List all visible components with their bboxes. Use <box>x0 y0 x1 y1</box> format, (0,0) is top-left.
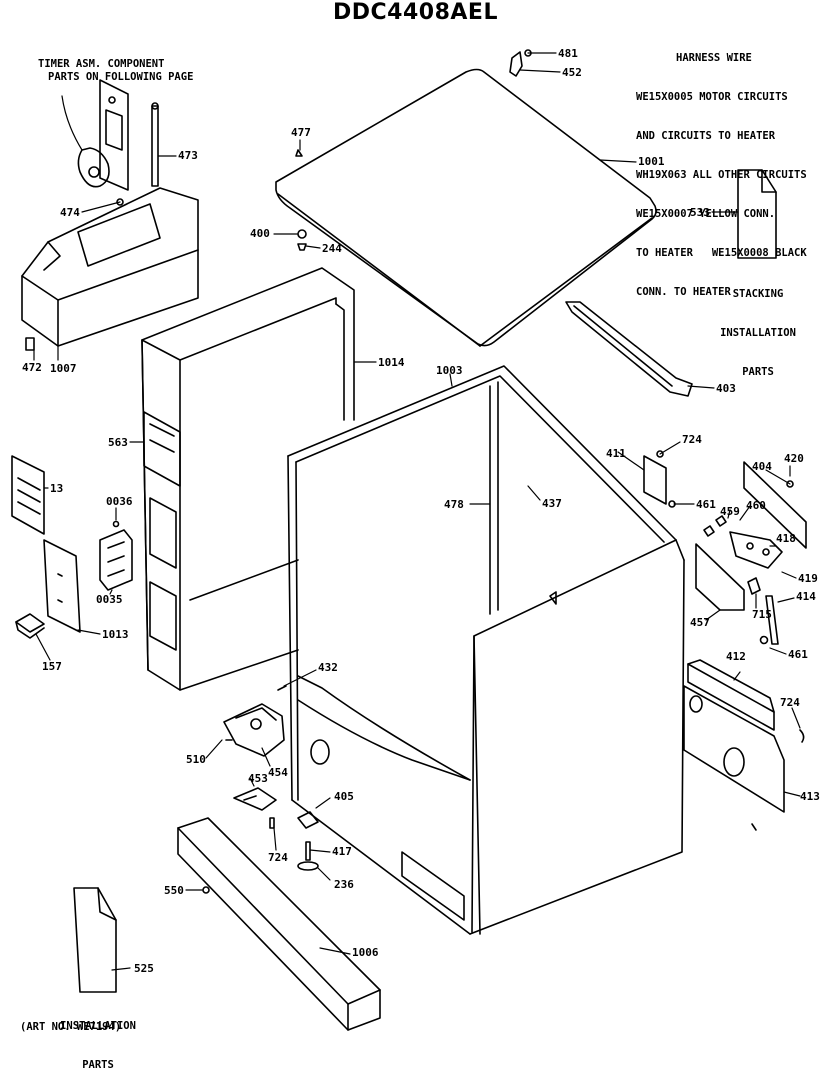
part-label: 477 <box>291 126 311 139</box>
leg-hardware <box>225 739 319 871</box>
clip-400-244 <box>297 229 307 251</box>
part-label: 461 <box>696 498 716 511</box>
part-label: 459 <box>720 505 740 518</box>
part-label: 1001 <box>638 155 665 168</box>
part-label: 525 <box>134 962 154 975</box>
part-label: 236 <box>334 878 354 891</box>
part-label: 724 <box>780 696 800 709</box>
part-label: 404 <box>752 460 772 473</box>
cabinet <box>287 365 685 935</box>
part-label: 1003 <box>436 364 463 377</box>
rear-panel <box>683 659 805 813</box>
installation-note-line: PARTS <box>82 1059 114 1071</box>
leader-lines <box>33 52 801 971</box>
harness-note-line: WH19X063 ALL OTHER CIRCUITS <box>636 169 807 181</box>
right-hardware <box>643 450 807 645</box>
part-label: 414 <box>796 590 816 603</box>
timer-assembly <box>61 79 159 191</box>
part-label: 472 <box>22 361 42 374</box>
harness-note: HARNESS WIRE WE15X0005 MOTOR CIRCUITS AN… <box>636 26 807 312</box>
part-label: 400 <box>250 227 270 240</box>
part-label: 478 <box>444 498 464 511</box>
part-label: 0035 <box>96 593 123 606</box>
part-label: 420 <box>784 452 804 465</box>
part-label: 412 <box>726 650 746 663</box>
part-label: 473 <box>178 149 198 162</box>
part-label: 13 <box>50 482 64 495</box>
clip-157 <box>15 613 45 639</box>
part-label: 481 <box>558 47 578 60</box>
harness-note-line: CONN. TO HEATER <box>636 286 731 298</box>
part-label: 563 <box>108 436 128 449</box>
part-label: 715 <box>752 608 772 621</box>
timer-note-line: PARTS ON FOLLOWING PAGE <box>48 71 194 83</box>
part-label: 461 <box>788 648 808 661</box>
harness-note-line: WE15X0005 MOTOR CIRCUITS <box>636 91 788 103</box>
part-label: 403 <box>716 382 736 395</box>
toe-panel <box>177 817 381 1031</box>
harness-note-line: AND CIRCUITS TO HEATER <box>636 130 776 142</box>
timer-note-line: TIMER ASM. COMPONENT <box>38 58 165 70</box>
part-label: 418 <box>776 532 796 545</box>
stacking-note-line: STACKING <box>732 288 784 300</box>
part-label: 1007 <box>50 362 77 375</box>
part-label: 413 <box>800 790 820 803</box>
part-label: 724 <box>682 433 702 446</box>
screw-477 <box>295 149 303 157</box>
bracket-1013 <box>43 539 81 633</box>
stacking-parts-bag <box>737 169 777 259</box>
part-label: 474 <box>60 206 80 219</box>
top-panel <box>275 68 657 347</box>
part-label: 510 <box>186 753 206 766</box>
backsplash <box>21 187 199 351</box>
stacking-note: STACKING INSTALLATION PARTS <box>716 262 800 392</box>
motor-mount <box>223 685 287 829</box>
stacking-note-line: PARTS <box>742 366 774 378</box>
exploded-parts-diagram <box>11 49 807 1031</box>
part-label: 1013 <box>102 628 129 641</box>
part-label: 724 <box>268 851 288 864</box>
part-label: 454 <box>268 766 288 779</box>
part-label: 457 <box>690 616 710 629</box>
stacking-note-line: INSTALLATION <box>720 327 796 339</box>
rear-brace <box>565 301 693 397</box>
part-label: 452 <box>562 66 582 79</box>
part-label: 244 <box>322 242 342 255</box>
installation-parts-bag <box>73 887 117 993</box>
harness-note-line: WE15X0007 YELLOW CONN. <box>636 208 776 220</box>
installation-note: INSTALLATION PARTS <box>50 994 146 1085</box>
harness-note-line: HARNESS WIRE <box>676 52 752 64</box>
part-label: 0036 <box>106 495 133 508</box>
model-title: DDC4408AEL <box>333 0 498 25</box>
harness-note-line: TO HEATER WE15X0008 BLACK <box>636 247 807 259</box>
part-label: 405 <box>334 790 354 803</box>
part-label: 1006 <box>352 946 379 959</box>
part-label: 533 <box>690 206 710 219</box>
part-label: 432 <box>318 661 338 674</box>
installation-note-line: INSTALLATION <box>60 1020 136 1032</box>
front-panel <box>141 267 355 691</box>
switch-block <box>99 520 133 591</box>
part-label: 157 <box>42 660 62 673</box>
part-label: 550 <box>164 884 184 897</box>
screw-8 <box>751 823 757 831</box>
part-label: 411 <box>606 447 626 460</box>
art-number: (ART NO. WE7194) <box>20 1021 122 1033</box>
part-label: 460 <box>746 499 766 512</box>
part-label: 1014 <box>378 356 405 369</box>
part-label: 453 <box>248 772 268 785</box>
top-bracket <box>509 49 532 77</box>
part-label: 417 <box>332 845 352 858</box>
part-label: 437 <box>542 497 562 510</box>
part-label: 419 <box>798 572 818 585</box>
control-panel-13 <box>11 455 45 535</box>
